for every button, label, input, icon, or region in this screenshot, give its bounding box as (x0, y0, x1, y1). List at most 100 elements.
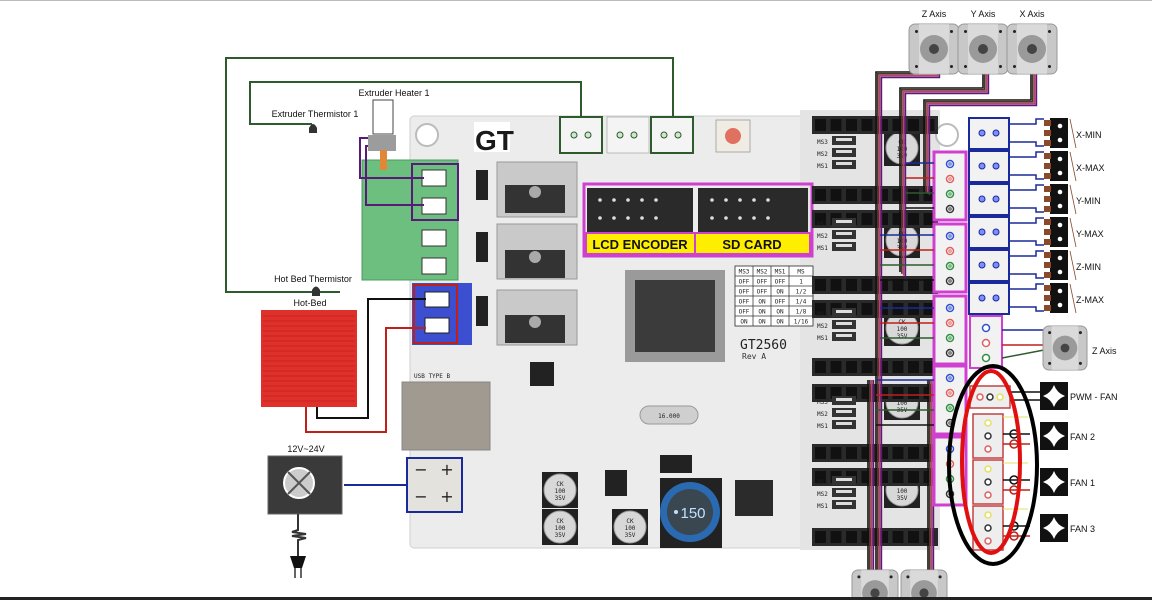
switch-lever (1069, 118, 1077, 149)
pin-socket (877, 213, 888, 225)
pin-socket (892, 279, 904, 291)
power-supply: 12V~24V (267, 444, 343, 578)
hotbed-plate (261, 310, 357, 407)
reset-button[interactable] (715, 119, 751, 153)
jumper-cap (836, 398, 852, 401)
hotbed-thermistor-label: Hot Bed Thermistor (274, 274, 352, 284)
connector-pin-fill (948, 162, 952, 166)
switch-lever (1069, 151, 1077, 182)
pin-socket (908, 279, 919, 291)
mounting-hole (415, 123, 439, 147)
pin-socket (861, 213, 873, 225)
stepper-shaft (978, 44, 988, 54)
pin-socket (830, 189, 842, 201)
connector-pin (984, 445, 992, 453)
capacitor (543, 473, 577, 507)
power-cord (291, 514, 307, 556)
table-cell (788, 315, 814, 327)
connector-pin (984, 419, 992, 427)
pin-socket (908, 119, 919, 131)
capacitor-label: 100 (897, 326, 908, 333)
connector-pin (992, 261, 1000, 269)
switch-terminal (1044, 153, 1051, 159)
jumper-cap (836, 232, 852, 235)
header-pin (612, 198, 616, 202)
pin-socket (815, 361, 826, 373)
pin-socket (877, 361, 888, 373)
table-value: 1 (799, 279, 803, 286)
pin-socket (892, 213, 904, 225)
pin-socket (908, 361, 919, 373)
endstop-wire (1009, 240, 1044, 246)
table-value: OFF (739, 279, 750, 286)
extruder-heater-label: Extruder Heater 1 (358, 88, 429, 98)
connector-pin (984, 537, 992, 545)
header-pin (710, 198, 714, 202)
switch-dot (1057, 222, 1063, 228)
pin-socket (908, 531, 919, 543)
thermistor-icon (309, 124, 317, 133)
connector-pin (978, 129, 986, 137)
mount-hole (938, 575, 942, 579)
ic (530, 362, 554, 386)
extruder-thermistor: Extruder Thermistor 1 (272, 109, 358, 133)
jumper-label: MS1 (817, 163, 828, 170)
mount-hole (950, 65, 953, 68)
mount-hole (1013, 65, 1016, 68)
mount-hole (999, 30, 1002, 33)
pin-socket (830, 447, 842, 459)
connector-pin-fill (948, 207, 952, 211)
connector-pin-fill (948, 376, 952, 380)
z-axis-motor: Z Axis (908, 9, 960, 75)
connector-pin (992, 129, 1000, 137)
header-pin (598, 198, 602, 202)
pin-socket (877, 279, 888, 291)
switch-lever (1069, 184, 1077, 215)
table-value: OFF (739, 309, 750, 316)
board-revision: Rev A (742, 352, 766, 361)
pin-header (812, 358, 938, 376)
extruder-motor-1 (851, 569, 899, 600)
jumper-label: MS2 (817, 233, 828, 240)
endstop-switch (1050, 151, 1068, 181)
connector-pin (992, 228, 1000, 236)
jumper-label: MS3 (817, 479, 828, 486)
crystal: 16.000 (639, 405, 699, 425)
connector-pin-fill (948, 306, 952, 310)
board-name: GT2560 (740, 338, 787, 353)
switch-dot (1057, 170, 1063, 176)
jumper-cap (836, 478, 852, 481)
x-axis-motor: X Axis (1006, 9, 1058, 75)
motor-wire (904, 69, 990, 278)
connector-pin-fill (948, 264, 952, 268)
ic (605, 470, 627, 496)
jumper-label: MS2 (817, 323, 828, 330)
pin-socket (861, 471, 873, 483)
header-pin (598, 216, 602, 220)
exp-headers: LCD ENCODER SD CARD (582, 182, 814, 258)
endstop-label: Z-MAX (1076, 295, 1104, 305)
switch-dot (1057, 288, 1063, 294)
endstop-wire (1009, 141, 1044, 147)
mount-hole (889, 575, 893, 579)
motor-wire (900, 65, 986, 274)
endstop-ymin: Y-MIN (968, 183, 1101, 216)
pin-socket (846, 387, 857, 399)
endstop-switch (1050, 283, 1068, 313)
thermistor-icon (312, 286, 320, 296)
mount-hole (1078, 331, 1082, 335)
endstop-ymax: Y-MAX (968, 216, 1104, 249)
switch-dot (1057, 137, 1063, 143)
capacitor-label: 100 (555, 525, 566, 532)
pin-socket (877, 531, 888, 543)
atmega2560-chip (625, 270, 725, 362)
connector-pin-fill (948, 192, 952, 196)
pin-socket (846, 119, 857, 131)
connector-pin (984, 432, 992, 440)
svg-text:16.000: 16.000 (658, 413, 680, 420)
highlight-ellipse-red (960, 369, 1022, 555)
endstop-xmax: X-MAX (968, 150, 1105, 183)
pin-socket (877, 119, 888, 131)
header-pin (654, 198, 658, 202)
